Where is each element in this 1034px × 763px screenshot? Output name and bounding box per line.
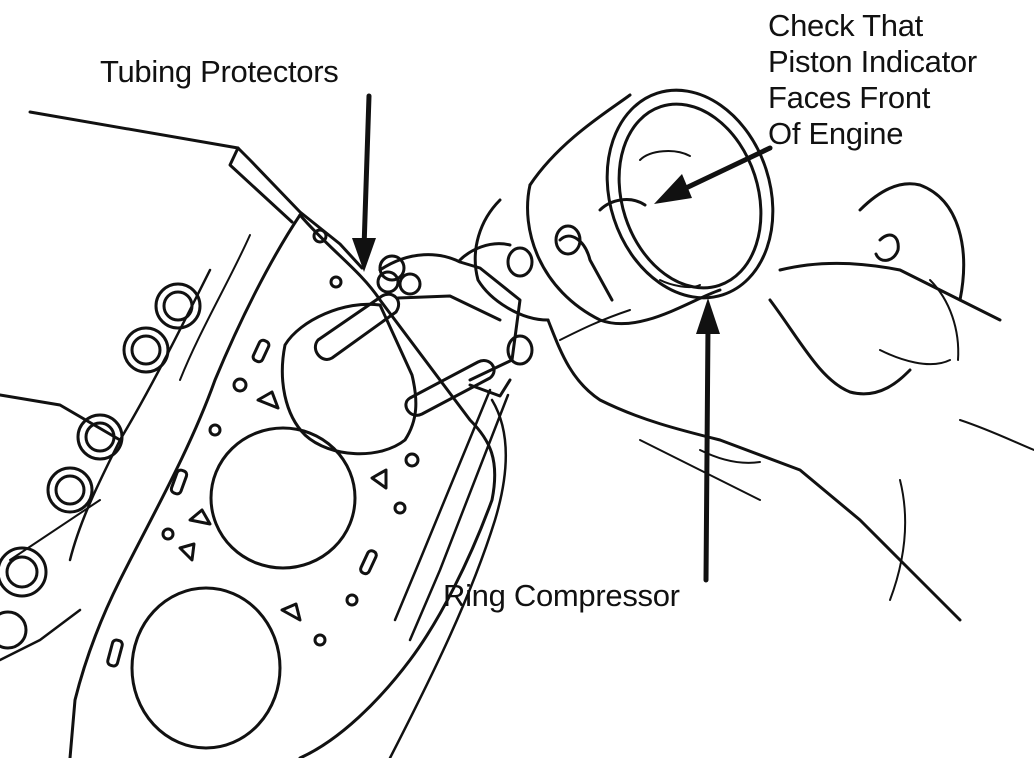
ring-compressor xyxy=(458,88,775,326)
block-bolt-holes xyxy=(0,282,202,650)
piston xyxy=(280,302,418,456)
engine-block xyxy=(0,110,364,662)
piston-indicator-label-line: Of Engine xyxy=(768,116,904,151)
piston-indicator-label-line: Check That xyxy=(768,8,923,43)
tubing-protectors xyxy=(313,254,496,417)
ring-compressor-label: Ring Compressor xyxy=(443,578,680,613)
arrowhead-ring-compressor xyxy=(696,298,720,334)
piston-indicator-label-line: Faces Front xyxy=(768,80,931,115)
piston-indicator-label: Check That Piston Indicator Faces Front … xyxy=(768,8,977,152)
arrow-tubing-protectors xyxy=(361,93,372,251)
arrowhead-piston-indicator xyxy=(654,174,692,204)
tubing-protectors-label: Tubing Protectors xyxy=(100,54,339,89)
technician-hand xyxy=(546,182,1034,622)
arrow-ring-compressor xyxy=(703,323,711,583)
connecting-rod xyxy=(378,253,534,642)
head-gasket xyxy=(68,213,508,760)
callout-arrows xyxy=(352,93,773,583)
arrow-piston-indicator xyxy=(683,145,773,191)
arrowhead-tubing-protectors xyxy=(352,238,376,272)
piston-indicator-label-line: Piston Indicator xyxy=(768,44,977,79)
